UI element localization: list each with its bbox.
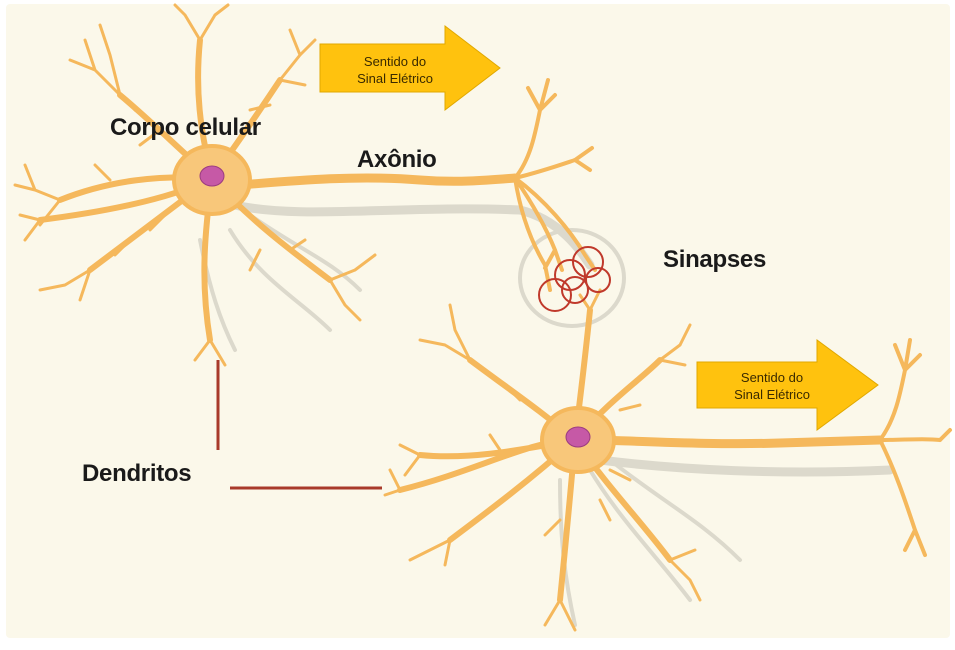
signal-arrow-2-line1: Sentido do [712, 369, 832, 386]
signal-arrow-1-line2: Sinal Elétrico [335, 70, 455, 87]
neuron-2-nucleus [566, 427, 590, 447]
label-dendrites: Dendritos [82, 460, 191, 488]
neuron-2-axon [600, 440, 880, 444]
signal-arrow-2-text: Sentido do Sinal Elétrico [712, 369, 832, 403]
label-cell-body: Corpo celular [110, 114, 261, 142]
neuron-1-nucleus [200, 166, 224, 186]
signal-arrow-2-line2: Sinal Elétrico [712, 386, 832, 403]
label-synapses: Sinapses [663, 246, 766, 274]
signal-arrow-1-line1: Sentido do [335, 53, 455, 70]
diagram-background [6, 4, 950, 638]
signal-arrow-1-text: Sentido do Sinal Elétrico [335, 53, 455, 87]
label-axon: Axônio [357, 146, 437, 174]
